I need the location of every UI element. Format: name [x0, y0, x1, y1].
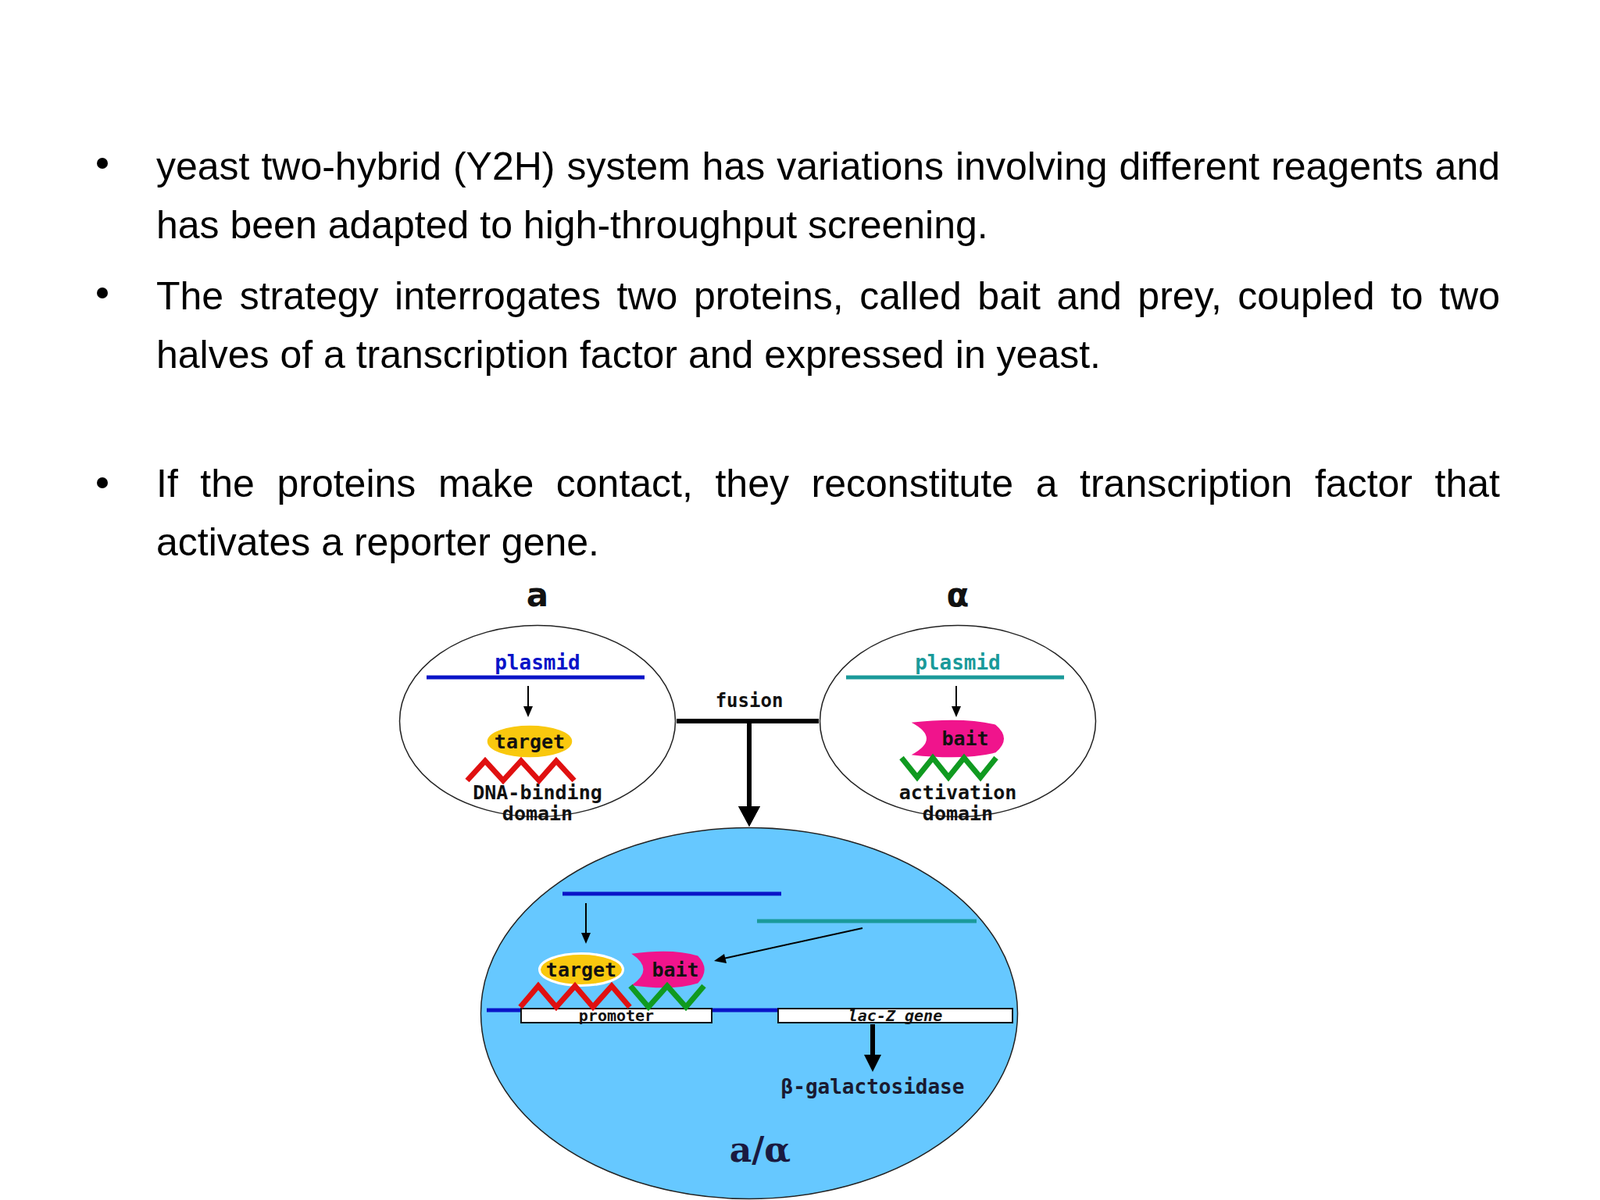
bait-outline — [631, 951, 704, 989]
target-protein: target — [486, 725, 573, 758]
node-text: activation domain — [862, 782, 1054, 825]
cell-heading: α — [914, 575, 1001, 615]
arrow-head — [738, 806, 761, 827]
edge-label: fusion — [686, 689, 812, 712]
node-text: target — [546, 958, 617, 982]
ellipse-shape — [539, 953, 624, 986]
bullet-dot — [96, 287, 108, 299]
bait-protein: bait — [906, 720, 1011, 758]
cell-heading: a/α — [705, 1129, 815, 1170]
node-text: bait — [927, 727, 989, 750]
bait-protein: bait — [627, 951, 710, 988]
connector-line — [749, 721, 819, 811]
bait-outline — [911, 720, 1004, 758]
gene-box: lac-Z gene — [777, 1007, 1014, 1024]
node-text: promoter — [578, 1008, 654, 1023]
promoter-box: promoter — [520, 1007, 713, 1024]
ellipse-shape — [488, 726, 572, 758]
node-text: plasmid — [879, 650, 1036, 675]
arrow-head — [738, 806, 761, 827]
fusion-connector — [738, 721, 819, 827]
node-text: bait — [637, 958, 699, 982]
node-text: target — [494, 730, 565, 754]
bullet-text: If the proteins make contact, they recon… — [156, 454, 1500, 572]
target-protein: target — [538, 952, 625, 987]
yeast-cell-a: aplasmidDNA-binding domaintarget — [398, 624, 677, 818]
bullet-dot — [96, 477, 108, 489]
node-text: β-galactosidase — [755, 1075, 990, 1099]
connector-line — [676, 721, 750, 811]
fusion-connector — [676, 721, 761, 827]
node-text: lac-Z gene — [848, 1008, 943, 1023]
cell-heading: a — [494, 575, 581, 615]
diploid-cell: a/α β-galactosidase target bait promoter lac-… — [479, 826, 1019, 1200]
bullet-text: yeast two-hybrid (Y2H) system has variat… — [156, 137, 1500, 255]
bullet-text: The strategy interrogates two proteins, … — [156, 267, 1500, 385]
ellipse-shape — [481, 828, 1018, 1200]
bullet-dot — [96, 157, 108, 169]
yeast-cell-alpha: αplasmidactivation domainbait — [818, 624, 1097, 818]
node-text: DNA-binding domain — [442, 782, 633, 825]
node-text: plasmid — [459, 650, 616, 675]
